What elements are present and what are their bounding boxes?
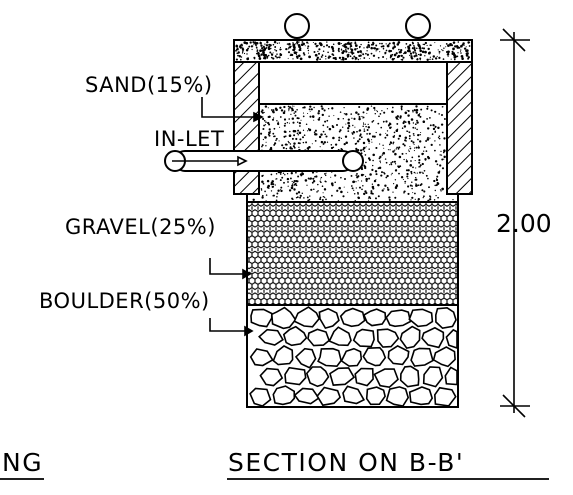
- right-wall: [446, 61, 473, 195]
- air-space: [258, 61, 448, 105]
- section-title: SECTION ON B-B': [228, 448, 464, 477]
- gravel-layer: [246, 201, 459, 306]
- boulder-label: BOULDER(50%): [39, 289, 210, 313]
- boulder-layer: [246, 304, 459, 408]
- leader-lines: [172, 97, 264, 337]
- sand-label: SAND(15%): [85, 73, 213, 97]
- cover-slab: [233, 39, 473, 63]
- left-view-title-partial: NG: [2, 448, 43, 477]
- gravel-label: GRAVEL(25%): [65, 215, 216, 239]
- lifting-hooks: [284, 13, 431, 39]
- height-dimension: [500, 28, 530, 418]
- height-dimension-value: 2.00: [496, 209, 552, 238]
- inlet-label: IN-LET: [154, 127, 224, 151]
- left-wall: [233, 61, 260, 195]
